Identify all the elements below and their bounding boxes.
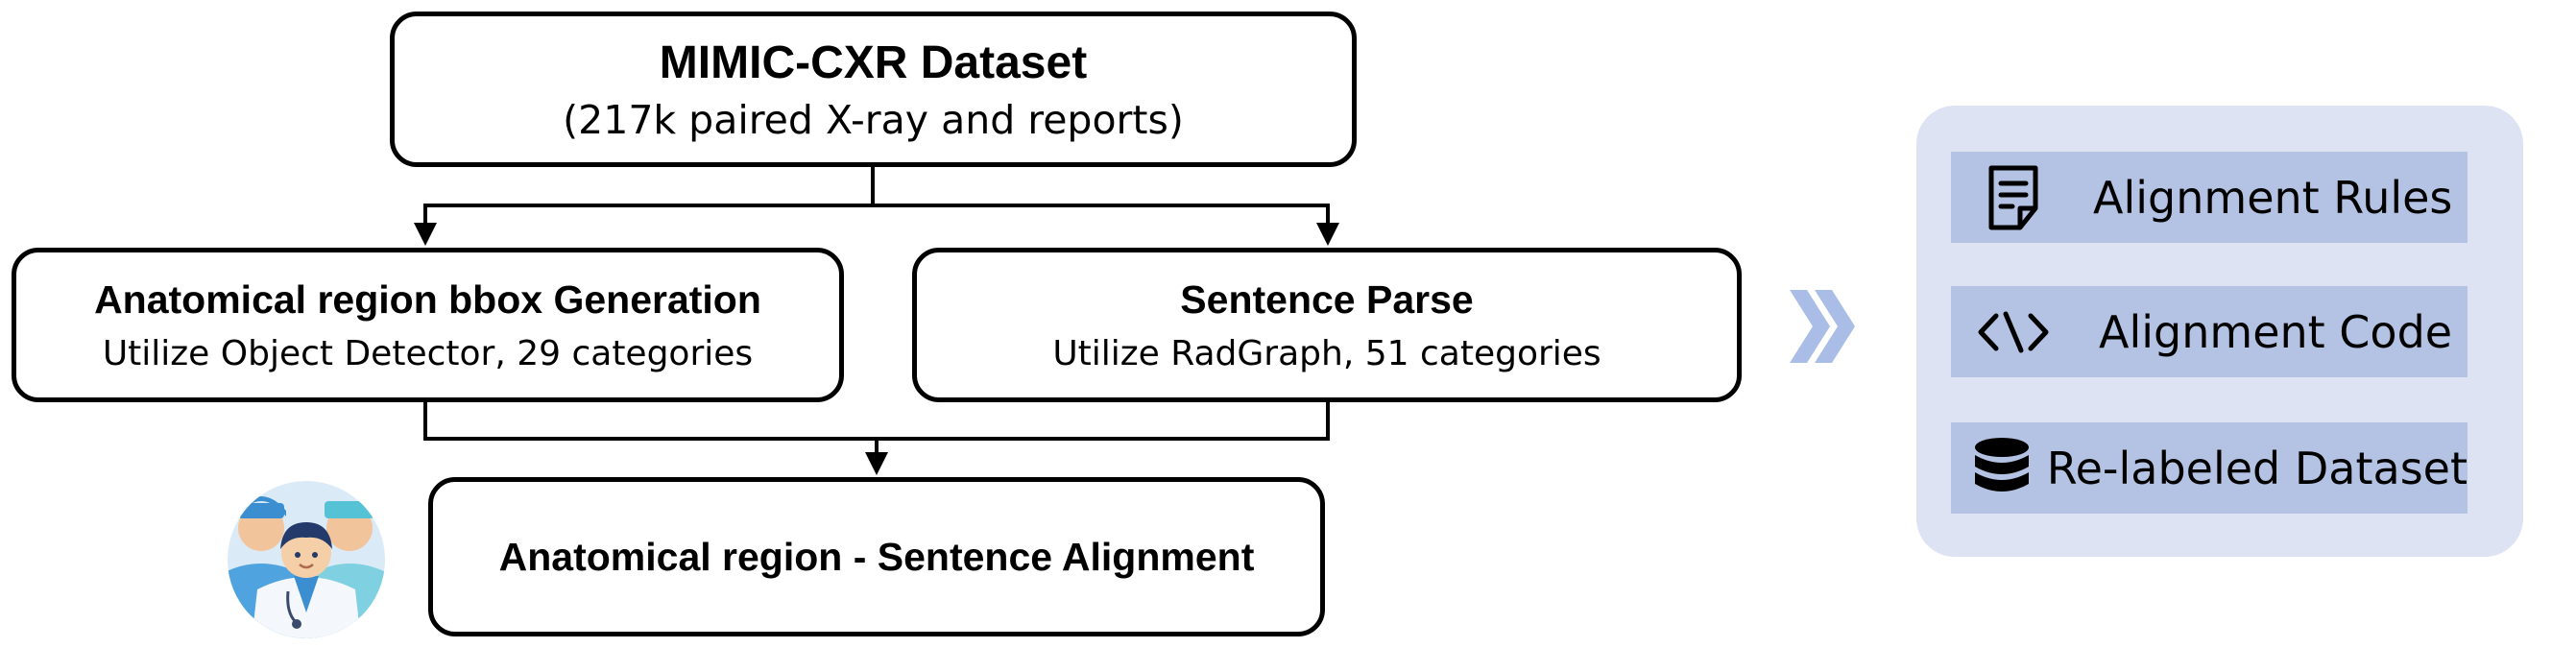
output-label: Re-labeled Dataset xyxy=(2046,442,2468,494)
bbox-generation-box: Anatomical region bbox Generation Utiliz… xyxy=(12,248,844,402)
output-alignment-code: Alignment Code xyxy=(1951,286,2468,377)
alignment-box: Anatomical region - Sentence Alignment xyxy=(428,477,1325,636)
split-connector xyxy=(425,167,1328,207)
document-icon xyxy=(1970,164,2057,231)
output-label: Alignment Rules xyxy=(2093,171,2453,224)
double-chevron-icon xyxy=(1790,290,1855,363)
alignment-title: Anatomical region - Sentence Alignment xyxy=(498,534,1255,579)
bbox-generation-title: Anatomical region bbox Generation xyxy=(94,276,761,322)
dataset-title: MIMIC-CXR Dataset xyxy=(659,36,1088,88)
outputs-panel: Alignment Rules Alignment Code Re-labele… xyxy=(1916,106,2523,557)
sentence-parse-box: Sentence Parse Utilize RadGraph, 51 cate… xyxy=(912,248,1742,402)
code-icon xyxy=(1970,308,2057,356)
database-icon xyxy=(1970,436,2034,501)
dataset-subtitle: (217k paired X-ray and reports) xyxy=(563,96,1184,143)
sentence-parse-title: Sentence Parse xyxy=(1180,276,1474,322)
output-label: Alignment Code xyxy=(2099,305,2453,358)
bbox-generation-subtitle: Utilize Object Detector, 29 categories xyxy=(102,333,754,373)
doctors-avatar-icon xyxy=(228,481,385,638)
merge-connector xyxy=(423,402,1330,441)
dataset-box: MIMIC-CXR Dataset (217k paired X-ray and… xyxy=(390,12,1357,167)
sentence-parse-subtitle: Utilize RadGraph, 51 categories xyxy=(1052,333,1601,373)
output-relabeled-dataset: Re-labeled Dataset xyxy=(1951,422,2468,514)
output-alignment-rules: Alignment Rules xyxy=(1951,152,2468,243)
